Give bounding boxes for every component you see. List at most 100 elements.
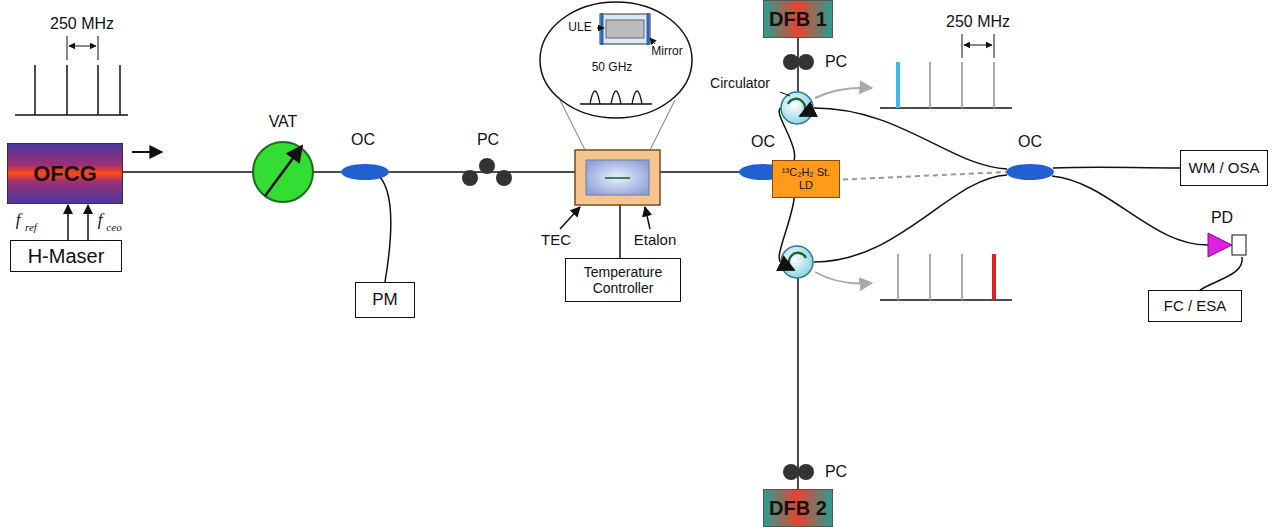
laser-box: DFB 1 bbox=[763, 0, 833, 38]
polarization-controller bbox=[462, 54, 814, 480]
line-shape bbox=[619, 205, 621, 258]
counter-box: FC / ESA bbox=[1148, 290, 1242, 322]
circle-shape bbox=[798, 464, 814, 480]
node-text: DFB 1 bbox=[769, 8, 827, 31]
wavemeter-box: WM / OSA bbox=[1180, 150, 1268, 186]
etalon-inset bbox=[540, 2, 692, 150]
coupler-symbol bbox=[1006, 164, 1054, 180]
path-shape bbox=[814, 175, 1007, 262]
part-label: f bbox=[16, 211, 21, 230]
part-label: 250 MHz bbox=[946, 13, 1010, 31]
fiber bbox=[123, 38, 1242, 490]
node-text: FC / ESA bbox=[1164, 297, 1227, 314]
part-label: VAT bbox=[269, 113, 298, 131]
line-shape bbox=[66, 65, 68, 115]
node-text: WM / OSA bbox=[1189, 159, 1260, 176]
comb-spectrum bbox=[15, 36, 128, 115]
beat-spectrum bbox=[880, 34, 1012, 300]
part-label: OC bbox=[1018, 133, 1042, 151]
reference-link bbox=[834, 172, 1006, 180]
line-shape bbox=[34, 65, 36, 115]
line-shape bbox=[660, 171, 740, 173]
rect-shape bbox=[1232, 235, 1246, 255]
rect-shape bbox=[575, 150, 660, 205]
part-label: ULE bbox=[568, 21, 591, 34]
line-shape bbox=[605, 177, 630, 179]
line-shape bbox=[69, 46, 96, 47]
circle-shape bbox=[781, 246, 813, 278]
line-shape bbox=[123, 171, 253, 173]
line-shape bbox=[962, 34, 963, 58]
coupler-symbol bbox=[341, 164, 389, 180]
rect-shape bbox=[586, 160, 649, 195]
reference-laser-box: ¹³C₂H₂ St. LD bbox=[772, 160, 840, 198]
part-label: Circulator bbox=[710, 76, 770, 91]
line-shape bbox=[98, 36, 99, 60]
line-shape bbox=[797, 278, 799, 490]
circle-shape bbox=[462, 170, 478, 186]
rect-shape bbox=[600, 14, 650, 44]
circle-shape bbox=[781, 92, 813, 124]
maser-box: H-Maser bbox=[10, 240, 122, 272]
part-label: 250 MHz bbox=[50, 15, 114, 33]
line-shape bbox=[597, 28, 604, 29]
circle-shape bbox=[783, 54, 799, 70]
path-shape bbox=[380, 177, 391, 282]
circle-shape bbox=[783, 464, 799, 480]
node-text: DFB 2 bbox=[769, 497, 827, 520]
rect-shape bbox=[606, 20, 644, 38]
node-text: OFCG bbox=[33, 161, 97, 186]
line-shape bbox=[994, 34, 995, 58]
part-label: OC bbox=[351, 131, 375, 149]
part-label: OC bbox=[751, 133, 775, 151]
line-shape bbox=[119, 65, 121, 115]
node-text: Temperature Controller bbox=[571, 264, 675, 296]
part-label: PD bbox=[1211, 209, 1233, 227]
line-shape bbox=[647, 13, 650, 45]
leader-line bbox=[645, 207, 650, 229]
line-shape bbox=[896, 62, 900, 108]
line-shape bbox=[897, 254, 899, 300]
controller-box: Temperature Controller bbox=[565, 258, 681, 302]
path-shape bbox=[1200, 257, 1242, 290]
node-text: PM bbox=[372, 290, 398, 310]
path-shape bbox=[814, 108, 1007, 169]
part-label: PC bbox=[825, 463, 847, 481]
part-label: ref bbox=[25, 221, 37, 233]
path-shape bbox=[580, 91, 652, 104]
path-shape bbox=[1053, 166, 1180, 168]
circle-shape bbox=[253, 142, 313, 202]
line-shape bbox=[601, 13, 604, 45]
line-shape bbox=[265, 146, 302, 196]
circle-shape bbox=[798, 54, 814, 70]
line-shape bbox=[992, 254, 996, 300]
line-shape bbox=[15, 114, 128, 116]
part-label: 50 GHz bbox=[592, 61, 633, 74]
line-shape bbox=[961, 254, 963, 300]
node-text: ¹³C₂H₂ St. LD bbox=[778, 166, 834, 191]
part-label: Etalon bbox=[634, 232, 677, 249]
part-label: TEC bbox=[541, 232, 571, 249]
part-label: ceo bbox=[106, 221, 121, 233]
leader-line bbox=[780, 92, 790, 96]
line-shape bbox=[961, 62, 963, 108]
laser-box: DFB 2 bbox=[763, 489, 833, 527]
line-shape bbox=[97, 65, 99, 115]
part-label: Mirror bbox=[651, 45, 682, 58]
line-shape bbox=[929, 62, 931, 108]
path-shape bbox=[1052, 176, 1208, 245]
leader-line bbox=[560, 207, 580, 229]
circle-shape bbox=[496, 170, 512, 186]
line-shape bbox=[313, 171, 341, 173]
node-text: H-Maser bbox=[28, 245, 105, 268]
direction-arrow bbox=[132, 151, 162, 153]
etalon-housing bbox=[575, 150, 660, 205]
path-shape bbox=[788, 99, 805, 116]
signal-connector bbox=[67, 205, 69, 240]
pointer-arrow bbox=[815, 272, 872, 284]
line-shape bbox=[650, 38, 655, 44]
path-shape bbox=[789, 253, 806, 270]
photodiode-symbol bbox=[1208, 233, 1246, 257]
line-shape bbox=[929, 254, 931, 300]
